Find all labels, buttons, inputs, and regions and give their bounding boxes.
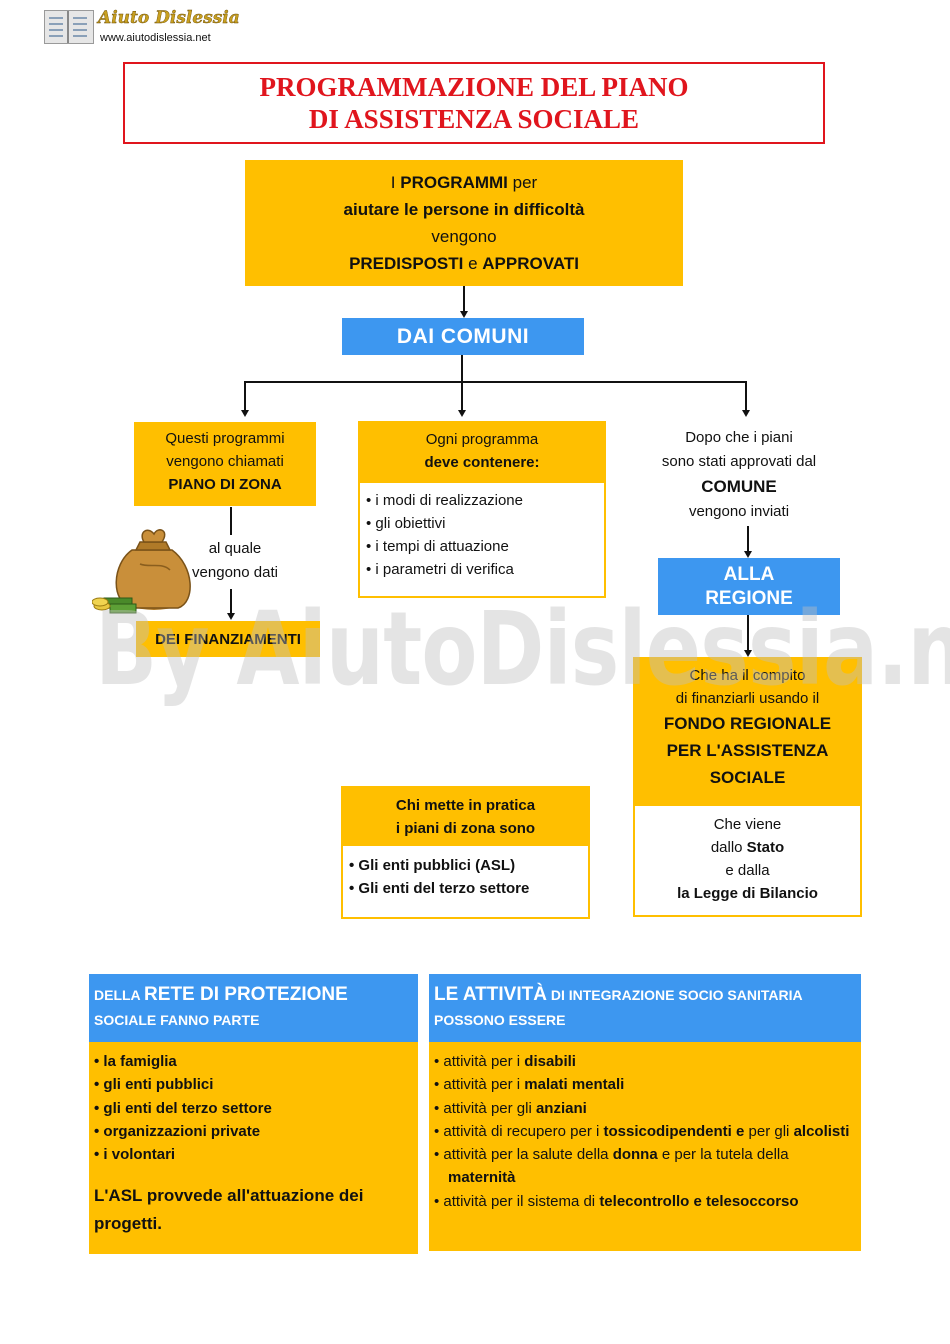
logo-title: Aiuto Dislessia [98,8,240,28]
connector [461,381,463,411]
list-item: • i volontari [94,1146,176,1164]
list-item: • organizzazioni private [94,1122,261,1140]
page-title: PROGRAMMAZIONE DEL PIANO DI ASSISTENZA S… [123,62,825,144]
rete-protezione-list: • la famiglia • gli enti pubblici • gli … [94,1050,418,1166]
asl-note: L'ASL provvede all'attuazione dei proget… [94,1186,364,1234]
dopo-piani-text: Dopo che i piani sono stati approvati da… [661,429,817,520]
list-item: • i tempi di attuazione [366,538,509,555]
list-item: • attività di recupero per i tossicodipe… [434,1122,850,1140]
deve-contenere-box: Ogni programma deve contenere: • i modi … [358,421,606,598]
connector [244,381,747,383]
book-logo-icon [44,10,94,44]
fondo-origine: Che viene dallo Stato e dalla la Legge d… [677,816,818,902]
arrow-head [241,410,249,417]
piano-zona-line-1: Questi programmi [165,430,285,447]
rete-protezione-body: • la famiglia • gli enti pubblici • gli … [89,1042,418,1254]
logo-url: www.aiutodislessia.net [100,32,211,44]
list-item: • gli enti del terzo settore [94,1099,272,1117]
connector [230,589,232,614]
list-item: • gli enti pubblici [94,1076,214,1094]
connector [230,507,232,535]
dei-finanziamenti-box: DEI FINANZIAMENTI [136,621,320,657]
chi-mette-header: Chi mette in pratica i piani di zona son… [343,788,588,846]
list-item: • i modi di realizzazione [366,492,523,509]
deve-contenere-header: Ogni programma deve contenere: [360,423,604,483]
money-bag-icon [92,529,191,614]
list-item: • attività per gli anziani [434,1099,587,1117]
list-item: • gli obiettivi [366,515,446,532]
connector [745,381,747,411]
list-item: • attività per il sistema di telecontrol… [434,1192,799,1210]
al-quale-text: al quale vengono dati [192,540,278,581]
arrow-head [458,410,466,417]
arrow-head [460,311,468,318]
chi-mette-list: • Gli enti pubblici (ASL) • Gli enti del… [343,846,588,900]
connector [463,286,465,312]
list-item: • Gli enti pubblici (ASL) [349,857,516,874]
dai-comuni-box: DAI COMUNI [342,318,584,355]
arrow-head [744,650,752,657]
list-item: • Gli enti del terzo settore [349,880,530,897]
programmi-line-1: I PROGRAMMI per [390,173,538,192]
connector [244,381,246,411]
list-item: • attività per i disabili [434,1053,576,1070]
title-line-2: DI ASSISTENZA SOCIALE [308,104,640,134]
programmi-line-4: PREDISPOSTI e APPROVATI [349,254,579,273]
rete-protezione-box: DELLA RETE DI PROTEZIONE SOCIALE FANNO P… [89,974,418,1254]
title-line-1: PROGRAMMAZIONE DEL PIANO [259,72,689,102]
list-item: • attività per la salute della donna e p… [434,1146,789,1187]
fondo-regionale-box: Che ha il compito di finanziarli usando … [633,657,862,917]
connector [747,526,749,552]
attivita-list: • attività per i disabili • attività per… [434,1050,855,1213]
arrow-head [227,613,235,620]
attivita-body: • attività per i disabili • attività per… [429,1042,861,1251]
programmi-line-2: aiutare le persone in difficoltà [343,200,585,219]
connector [747,615,749,651]
attivita-header: LE ATTIVITÀ DI INTEGRAZIONE SOCIO SANITA… [429,974,861,1042]
alla-regione-box: ALLA REGIONE [658,558,840,615]
deve-contenere-list: • i modi di realizzazione • gli obiettiv… [360,483,604,581]
arrow-head [744,551,752,558]
attivita-integrazione-box: LE ATTIVITÀ DI INTEGRAZIONE SOCIO SANITA… [429,974,861,1251]
rete-protezione-header: DELLA RETE DI PROTEZIONE SOCIALE FANNO P… [89,974,418,1042]
piano-zona-line-2: vengono chiamati [166,453,284,470]
list-item: • attività per i malati mentali [434,1076,625,1094]
connector [461,355,463,382]
site-logo: Aiuto Dislessia www.aiutodislessia.net [44,6,240,48]
arrow-head [742,410,750,417]
programmi-box: I PROGRAMMI per aiutare le persone in di… [245,160,683,286]
chi-mette-in-pratica-box: Chi mette in pratica i piani di zona son… [341,786,590,919]
piano-di-zona-box: Questi programmi vengono chiamati PIANO … [134,422,316,506]
list-item: • la famiglia [94,1053,177,1070]
piano-zona-line-3: PIANO DI ZONA [168,476,282,493]
fondo-regionale-header: Che ha il compito di finanziarli usando … [635,659,860,806]
programmi-line-3: vengono [431,227,497,246]
list-item: • i parametri di verifica [366,561,514,578]
